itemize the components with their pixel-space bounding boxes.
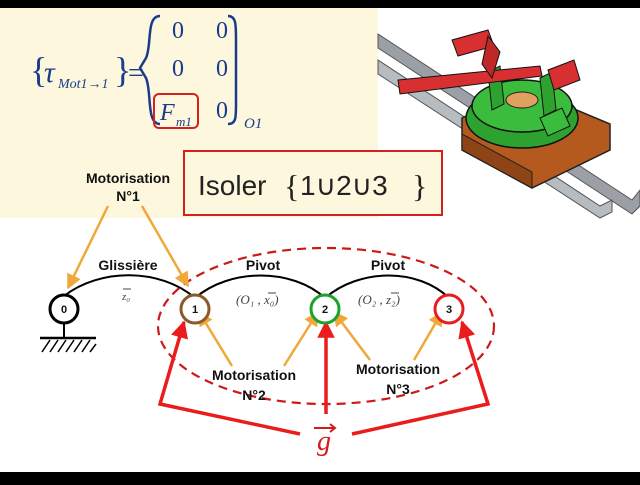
matrix-cell: 0 [216, 18, 228, 44]
matrix-cell: 0 [172, 56, 184, 82]
node-1: 1 [179, 293, 211, 325]
torsor-open-brace: { [30, 50, 47, 90]
gravity-arrow-to-1 [157, 320, 301, 436]
gravity-vector-tip [329, 423, 337, 433]
torsor-subscript: Mot1→1 [57, 77, 109, 92]
arc-link-1-2 [194, 274, 326, 299]
node-label: 0 [61, 304, 67, 316]
isolate-close-brace: } [412, 168, 427, 204]
matrix-cell: 0 [216, 98, 228, 124]
link-param-pivot2: (O₂ , z₂) [358, 292, 400, 307]
gravity-arrow-to-3 [351, 320, 491, 436]
isolate-word: Isoler [198, 170, 266, 201]
matrix-right-bracket [227, 14, 238, 126]
matrix-cell: 0 [216, 56, 228, 82]
motor2-arrow-to-2 [282, 310, 320, 367]
motor3-number: N°3 [386, 381, 410, 397]
motor2-number: N°2 [242, 387, 266, 403]
motor3-label: Motorisation [356, 361, 440, 377]
torsor-close-brace: } [114, 50, 131, 90]
node-label: 2 [322, 304, 328, 316]
node-circle [433, 293, 465, 325]
node-circle [309, 293, 341, 325]
isolate-set: 1∪2∪3 [300, 170, 388, 201]
node-0: 0 [48, 293, 80, 325]
matrix-left-brace [138, 14, 161, 126]
cad-robot-illustration [377, 29, 640, 219]
force-highlight-box [153, 93, 199, 129]
motor1-arrow-to-0 [66, 205, 110, 290]
arc-link-2-3 [324, 274, 450, 299]
link-name-slide: Glissière [98, 257, 157, 273]
node-layer: 0 1 2 3 [48, 293, 465, 325]
motor1-arrow-to-1 [140, 205, 190, 288]
node-label: 3 [446, 304, 452, 316]
motor3-arrow-to-3 [412, 310, 444, 361]
torsor-expression: { τ Mot1→1 } = 0 0 0 0 F m1 0 O1 [30, 14, 262, 132]
motor1-number: N°1 [116, 188, 140, 204]
gravity-label: g [317, 426, 331, 457]
motor-arrows [66, 205, 444, 367]
link-name-pivot1: Pivot [246, 257, 281, 273]
node-2: 2 [309, 293, 341, 325]
node-circle [48, 293, 80, 325]
torsor-symbol: τ [44, 56, 56, 89]
force-subscript: m1 [176, 114, 192, 129]
torsor-equals: = [128, 58, 144, 89]
node-label: 1 [192, 304, 198, 316]
node-circle [179, 293, 211, 325]
matrix-cell: 0 [172, 18, 184, 44]
motor1-label: Motorisation [86, 170, 170, 186]
node-3: 3 [433, 293, 465, 325]
motor3-arrow-to-2 [333, 310, 371, 361]
link-name-pivot2: Pivot [371, 257, 406, 273]
isolate-box: Isoler { 1∪2∪3 } [183, 150, 443, 216]
isolate-frame [183, 150, 443, 216]
force-symbol: F [159, 100, 175, 126]
gravity-arrows [157, 320, 491, 436]
torsor-panel [0, 8, 378, 154]
isolate-open-brace: { [284, 168, 299, 204]
link-param-pivot1: (O₁ , x₀) [236, 292, 279, 307]
torsor-point: O1 [244, 116, 262, 132]
link-param-slide: z₀ [121, 291, 130, 303]
motor2-label: Motorisation [212, 367, 296, 383]
